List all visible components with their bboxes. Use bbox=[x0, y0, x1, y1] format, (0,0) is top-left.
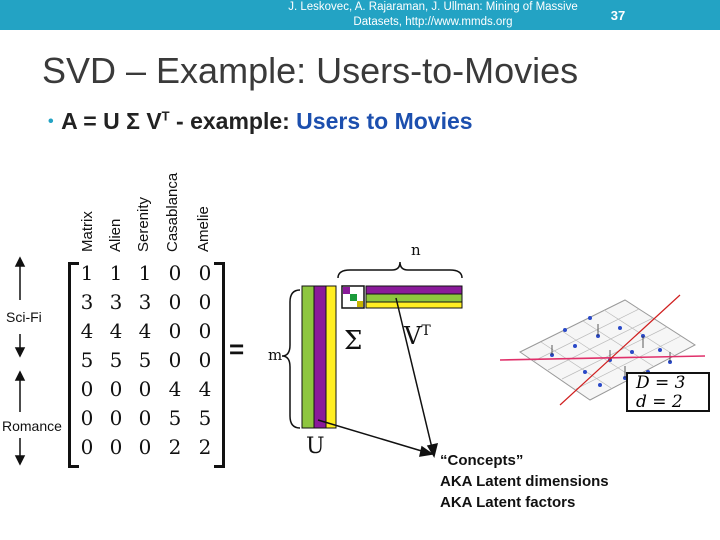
bullet-dash: - example: bbox=[169, 108, 290, 134]
vt-sup: T bbox=[421, 323, 431, 339]
vt-label: VT bbox=[404, 322, 431, 350]
vt-letter: V bbox=[404, 322, 422, 350]
bullet-formula-sup: T bbox=[161, 108, 170, 124]
matrix-cell: 5 bbox=[109, 348, 123, 372]
matrix-cell: 0 bbox=[109, 406, 123, 430]
matrix-cell: 0 bbox=[80, 377, 94, 401]
matrix-cell: 0 bbox=[198, 319, 212, 343]
matrix-cell: 0 bbox=[198, 348, 212, 372]
matrix-cell: 1 bbox=[109, 261, 123, 285]
scatter-3d-plot bbox=[499, 294, 706, 406]
vt-row-green bbox=[365, 293, 463, 303]
u-column-yellow bbox=[325, 285, 337, 429]
matrix-cell: 5 bbox=[198, 406, 212, 430]
matrix-cell: 0 bbox=[138, 406, 152, 430]
citation: J. Leskovec, A. Rajaraman, J. Ullman: Mi… bbox=[268, 0, 598, 30]
matrix-cell: 1 bbox=[80, 261, 94, 285]
m-label: m bbox=[268, 346, 283, 364]
bullet-dot: • bbox=[48, 113, 54, 130]
matrix-cell: 4 bbox=[168, 377, 182, 401]
concepts-line-2: AKA Latent dimensions bbox=[440, 473, 609, 490]
row-group-romance: Romance bbox=[2, 418, 62, 434]
matrix-cell: 5 bbox=[168, 406, 182, 430]
u-label: U bbox=[306, 434, 325, 459]
matrix-cell: 0 bbox=[109, 377, 123, 401]
row-group-scifi: Sci-Fi bbox=[6, 309, 42, 325]
matrix-cell: 0 bbox=[80, 406, 94, 430]
matrix-cell: 4 bbox=[80, 319, 94, 343]
citation-line-1: J. Leskovec, A. Rajaraman, J. Ullman: Mi… bbox=[288, 1, 578, 13]
matrix-cell: 5 bbox=[138, 348, 152, 372]
matrix-cell: 1 bbox=[138, 261, 152, 285]
matrix-cell: 0 bbox=[198, 290, 212, 314]
matrix-cell: 3 bbox=[109, 290, 123, 314]
citation-line-2: Datasets, http://www.mmds.org bbox=[353, 16, 513, 28]
matrix-bracket-right bbox=[214, 262, 225, 468]
matrix-cell: 4 bbox=[109, 319, 123, 343]
slide-number: 37 bbox=[610, 8, 626, 23]
equals-sign: = bbox=[229, 334, 245, 364]
matrix-cell: 4 bbox=[198, 377, 212, 401]
dimension-big-d: D = 3 bbox=[636, 373, 686, 393]
dimension-box: D = 3 d = 2 bbox=[626, 372, 710, 412]
matrix-cell: 3 bbox=[80, 290, 94, 314]
matrix-cell: 4 bbox=[138, 319, 152, 343]
bullet-rest: Users to Movies bbox=[289, 108, 473, 134]
u-column-green bbox=[301, 285, 315, 429]
matrix-cell: 0 bbox=[138, 377, 152, 401]
matrix-cell: 2 bbox=[168, 435, 182, 459]
bullet-formula: A = U Σ V bbox=[61, 108, 162, 134]
matrix-cell: 0 bbox=[168, 261, 182, 285]
matrix-cell: 3 bbox=[138, 290, 152, 314]
matrix-cell: 0 bbox=[80, 435, 94, 459]
header-bar bbox=[0, 0, 720, 30]
n-brace bbox=[337, 261, 463, 279]
concepts-caption: “Concepts” AKA Latent dimensions AKA Lat… bbox=[440, 450, 609, 513]
dimension-small-d: d = 2 bbox=[636, 392, 683, 412]
vt-row-purple bbox=[365, 285, 463, 295]
slide-title: SVD – Example: Users-to-Movies bbox=[42, 50, 579, 91]
n-label: n bbox=[411, 241, 421, 259]
m-brace bbox=[281, 289, 301, 429]
vt-row-yellow bbox=[365, 301, 463, 309]
matrix-cell: 0 bbox=[168, 319, 182, 343]
concepts-line-1: “Concepts” bbox=[440, 452, 524, 469]
matrix-cell: 0 bbox=[138, 435, 152, 459]
matrix-cell: 5 bbox=[80, 348, 94, 372]
concepts-line-3: AKA Latent factors bbox=[440, 494, 576, 511]
matrix-cell: 0 bbox=[168, 348, 182, 372]
matrix-cell: 0 bbox=[198, 261, 212, 285]
sigma-label: Σ bbox=[344, 326, 363, 356]
u-column-purple bbox=[313, 285, 327, 429]
matrix-bracket-left bbox=[68, 262, 79, 468]
bullet-line: • A = U Σ VT - example: Users to Movies bbox=[48, 108, 473, 135]
matrix-cell: 2 bbox=[198, 435, 212, 459]
matrix-cell: 0 bbox=[168, 290, 182, 314]
concept-arrows bbox=[317, 297, 439, 458]
matrix-cell: 0 bbox=[109, 435, 123, 459]
